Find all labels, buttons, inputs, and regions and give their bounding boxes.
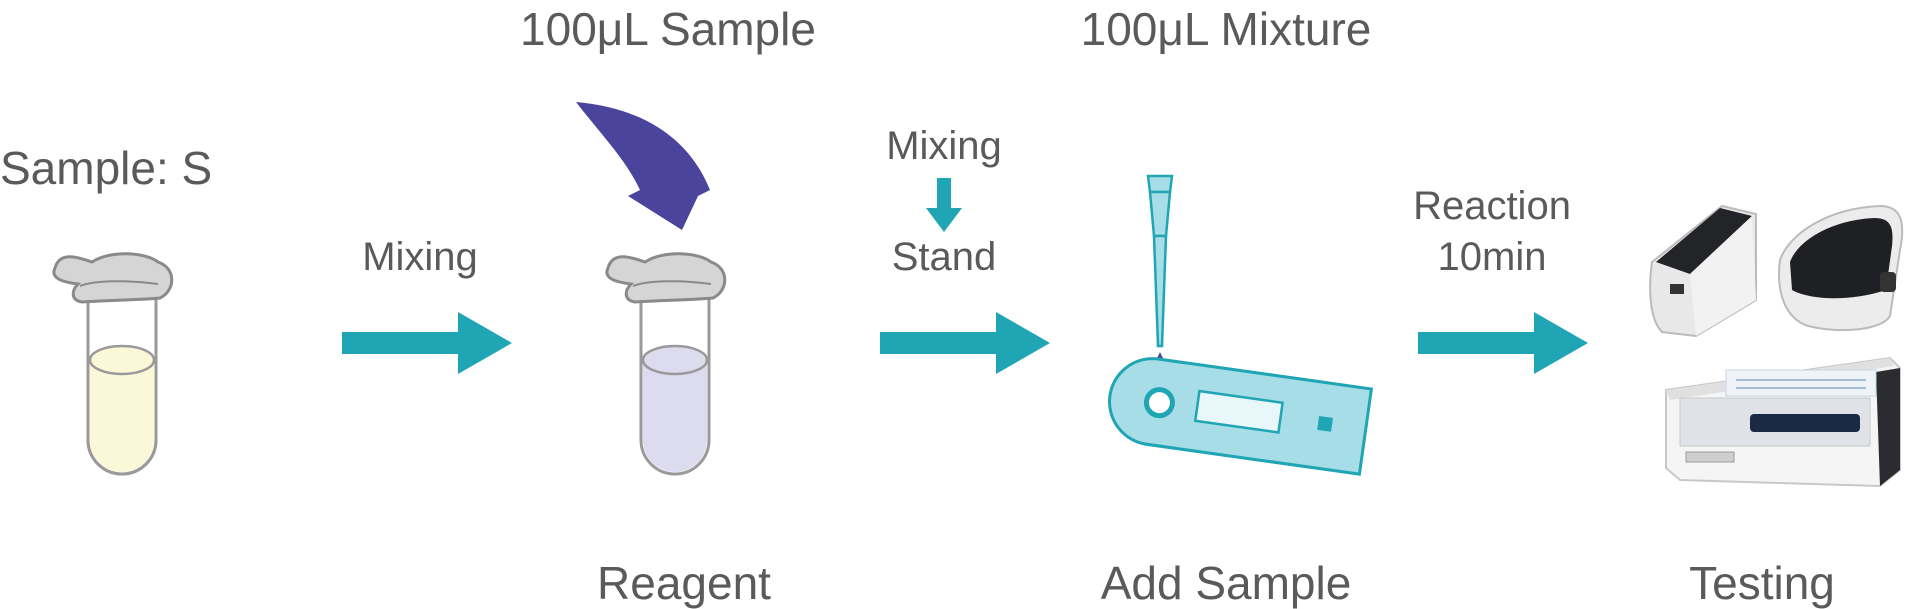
arrow-1-icon xyxy=(342,312,512,374)
mixing-label-2: Mixing xyxy=(886,124,1002,168)
testing-label: Testing xyxy=(1689,557,1835,609)
mixing-label-1: Mixing xyxy=(362,235,478,279)
sample-volume-label: 100μL Sample xyxy=(520,3,816,55)
down-arrow-icon xyxy=(926,178,962,232)
test-strip-icon xyxy=(1107,357,1374,476)
benchtop-analyzer-icon xyxy=(1665,356,1901,488)
add-sample-label: Add Sample xyxy=(1100,557,1352,609)
reaction-label: Reaction xyxy=(1413,184,1571,228)
pipette-icon xyxy=(1146,174,1174,348)
portable-reader-icon xyxy=(1778,204,1904,332)
curved-arrow-icon xyxy=(576,102,710,230)
reagent-tube-icon xyxy=(605,252,727,476)
arrow-3-icon xyxy=(1418,312,1588,374)
stand-label: Stand xyxy=(891,235,997,279)
mixture-volume-label: 100μL Mixture xyxy=(1080,3,1372,55)
reagent-label: Reagent xyxy=(597,557,771,609)
sample-label: Sample: S xyxy=(0,142,213,194)
reaction-time-label: 10min xyxy=(1437,235,1547,279)
sample-tube-icon xyxy=(52,252,174,476)
arrow-2-icon xyxy=(880,312,1050,374)
handheld-analyzer-icon xyxy=(1649,204,1757,338)
